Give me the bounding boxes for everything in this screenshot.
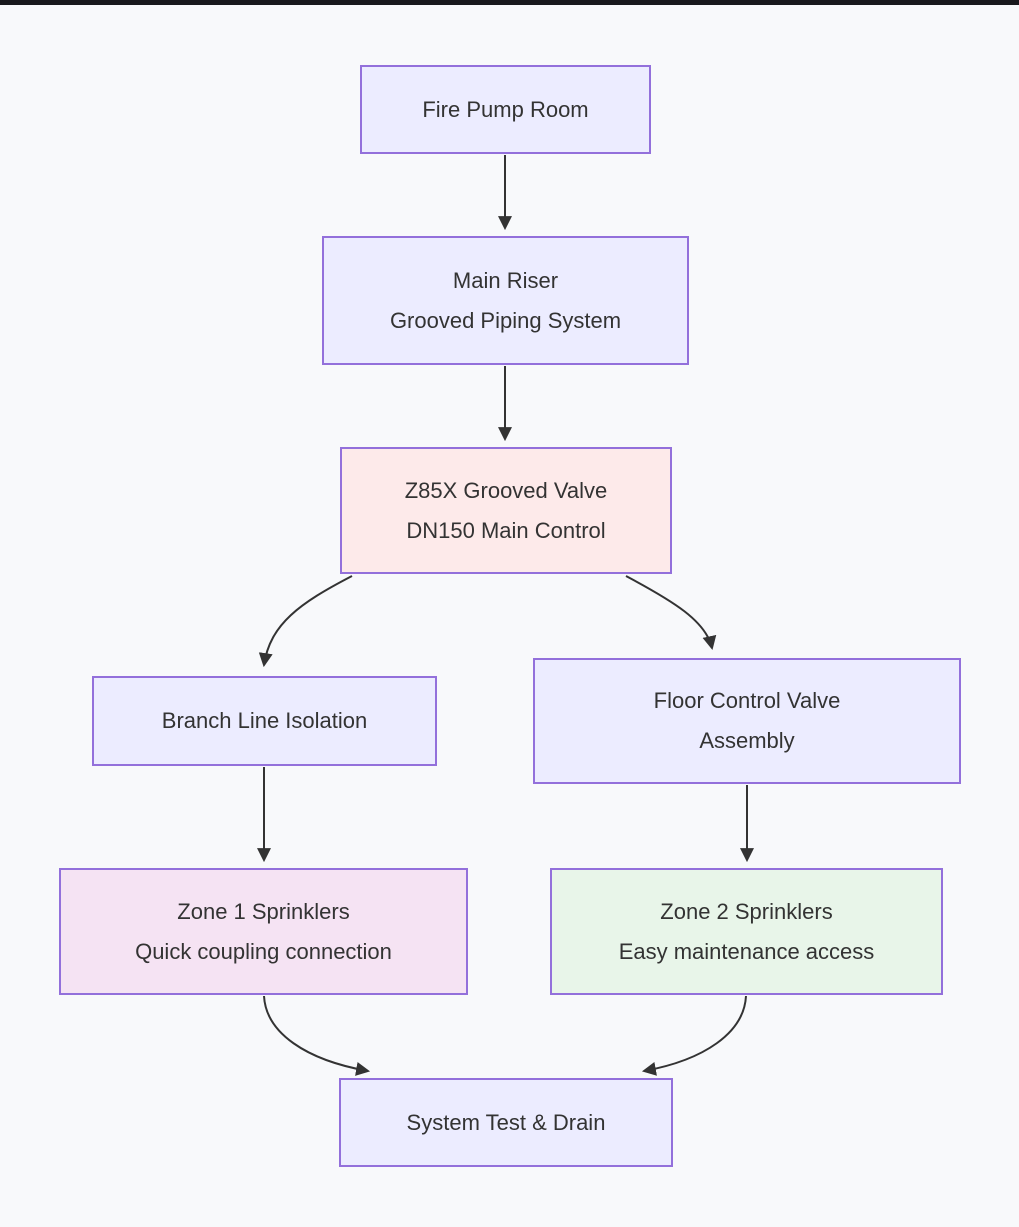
node-z85x-grooved-valve: Z85X Grooved Valve DN150 Main Control	[340, 447, 672, 574]
node-fire-pump-room: Fire Pump Room	[360, 65, 651, 154]
edge-valve-to-floor	[625, 575, 717, 651]
edge-valve-to-branch	[258, 575, 353, 668]
node-main-riser: Main Riser Grooved Piping System	[322, 236, 689, 365]
node-label-line: Quick coupling connection	[135, 938, 392, 964]
node-label-line: Zone 2 Sprinklers	[660, 898, 833, 924]
node-zone1-sprinklers: Zone 1 Sprinklers Quick coupling connect…	[59, 868, 468, 995]
node-label-line: Zone 1 Sprinklers	[177, 898, 350, 924]
node-label-line: Z85X Grooved Valve	[404, 477, 608, 503]
edge-zone1-to-drain	[263, 995, 371, 1076]
node-branch-line-isolation: Branch Line Isolation	[92, 676, 437, 766]
node-system-test-drain: System Test & Drain	[339, 1078, 673, 1167]
node-label-line: Easy maintenance access	[618, 938, 875, 964]
node-label-line: Fire Pump Room	[422, 96, 589, 122]
letterbox-top-bar	[0, 0, 1019, 5]
node-zone2-sprinklers: Zone 2 Sprinklers Easy maintenance acces…	[550, 868, 943, 995]
edge-zone2-to-drain	[641, 995, 747, 1076]
node-label-line: System Test & Drain	[406, 1109, 606, 1135]
node-label-line: DN150 Main Control	[406, 517, 606, 543]
node-label-line: Main Riser	[452, 267, 559, 293]
node-floor-control-valve-assembly: Floor Control Valve Assembly	[533, 658, 961, 784]
node-label-line: Assembly	[699, 728, 795, 753]
node-label-line: Floor Control Valve	[653, 688, 841, 713]
node-label-line: Branch Line Isolation	[161, 708, 368, 733]
node-label-line: Grooved Piping System	[389, 307, 622, 333]
